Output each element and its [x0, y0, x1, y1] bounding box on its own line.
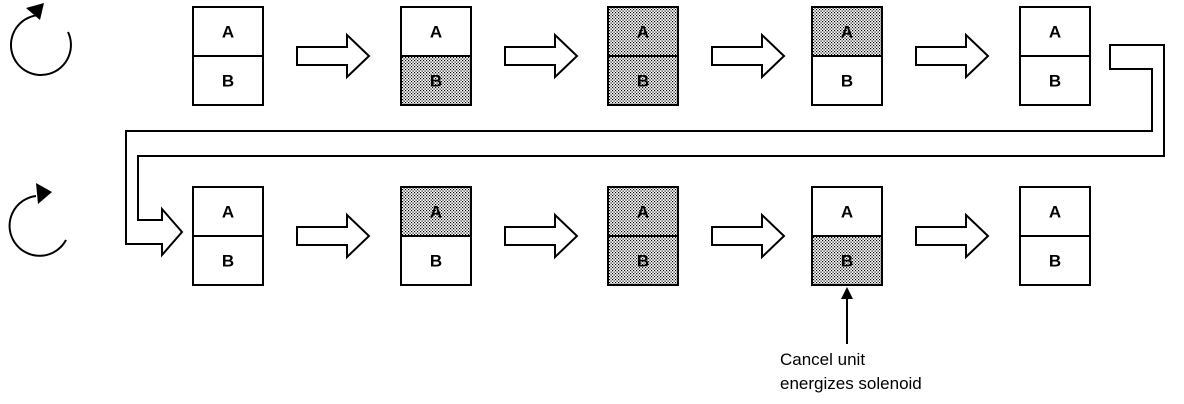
note-line-2: energizes solenoid [780, 374, 922, 393]
note-line-1: Cancel unit [780, 350, 866, 369]
clockwise-rotation-icon [8, 183, 67, 257]
coil-b-cell [400, 235, 472, 286]
stage-box-row1-2: AB [400, 6, 472, 106]
step-arrow-icon [504, 212, 579, 260]
coil-b-label: B [637, 72, 649, 91]
step-arrow-icon [504, 32, 579, 80]
coil-b-cell [192, 235, 264, 286]
stage-box-row1-5: AB [1019, 6, 1091, 106]
coil-b-cell [1019, 55, 1091, 106]
coil-b-shading [828, 246, 866, 275]
coil-b-label: B [637, 252, 649, 271]
stage-box-row1-4: AB [811, 6, 883, 106]
stage-box-row2-5: AB [1019, 186, 1091, 286]
coil-a-label: A [222, 203, 234, 222]
coil-a-label: A [222, 23, 234, 42]
coil-b-label: B [430, 72, 442, 91]
coil-a-shading [417, 197, 455, 226]
step-arrow-icon [915, 32, 990, 80]
coil-a-label: A [430, 23, 442, 42]
coil-a-label: A [1049, 23, 1061, 42]
coil-a-label: A [841, 203, 853, 222]
coil-b-shading [624, 246, 662, 275]
coil-b-cell [607, 55, 679, 106]
stage-box-row2-1: AB [192, 186, 264, 286]
coil-b-label: B [841, 72, 853, 91]
coil-a-cell [192, 6, 264, 57]
coil-a-label: A [430, 203, 442, 222]
coil-b-label: B [1049, 72, 1061, 91]
step-arrow-icon [711, 212, 786, 260]
annotation-pointer-arrow [841, 287, 853, 344]
coil-b-label: B [1049, 252, 1061, 271]
coil-a-cell [811, 186, 883, 237]
stage-box-row2-4: AB [811, 186, 883, 286]
coil-a-shading [624, 197, 662, 226]
coil-b-cell [1019, 235, 1091, 286]
coil-b-shading [417, 66, 455, 95]
step-arrow-icon [296, 212, 371, 260]
coil-b-cell [192, 55, 264, 106]
stage-box-row1-1: AB [192, 6, 264, 106]
coil-a-cell [400, 6, 472, 57]
coil-a-label: A [637, 23, 649, 42]
step-arrow-icon [711, 32, 786, 80]
coil-a-label: A [637, 203, 649, 222]
coil-a-label: A [841, 23, 853, 42]
coil-b-label: B [222, 72, 234, 91]
coil-a-label: A [1049, 203, 1061, 222]
stage-box-row2-3: AB [607, 186, 679, 286]
step-arrow-icon [915, 212, 990, 260]
coil-b-label: B [222, 252, 234, 271]
stage-box-row2-2: AB [400, 186, 472, 286]
coil-b-cell [811, 55, 883, 106]
counterclockwise-rotation-icon [9, 3, 72, 76]
coil-a-shading [828, 17, 866, 46]
coil-b-label: B [430, 252, 442, 271]
step-arrow-icon [296, 32, 371, 80]
cancel-unit-note: Cancel unit energizes solenoid [780, 348, 922, 396]
coil-a-shading [624, 17, 662, 46]
coil-b-label: B [841, 252, 853, 271]
row-connector-arrow [125, 44, 1165, 258]
stage-box-row1-3: AB [607, 6, 679, 106]
coil-b-shading [624, 66, 662, 95]
coil-a-cell [192, 186, 264, 237]
